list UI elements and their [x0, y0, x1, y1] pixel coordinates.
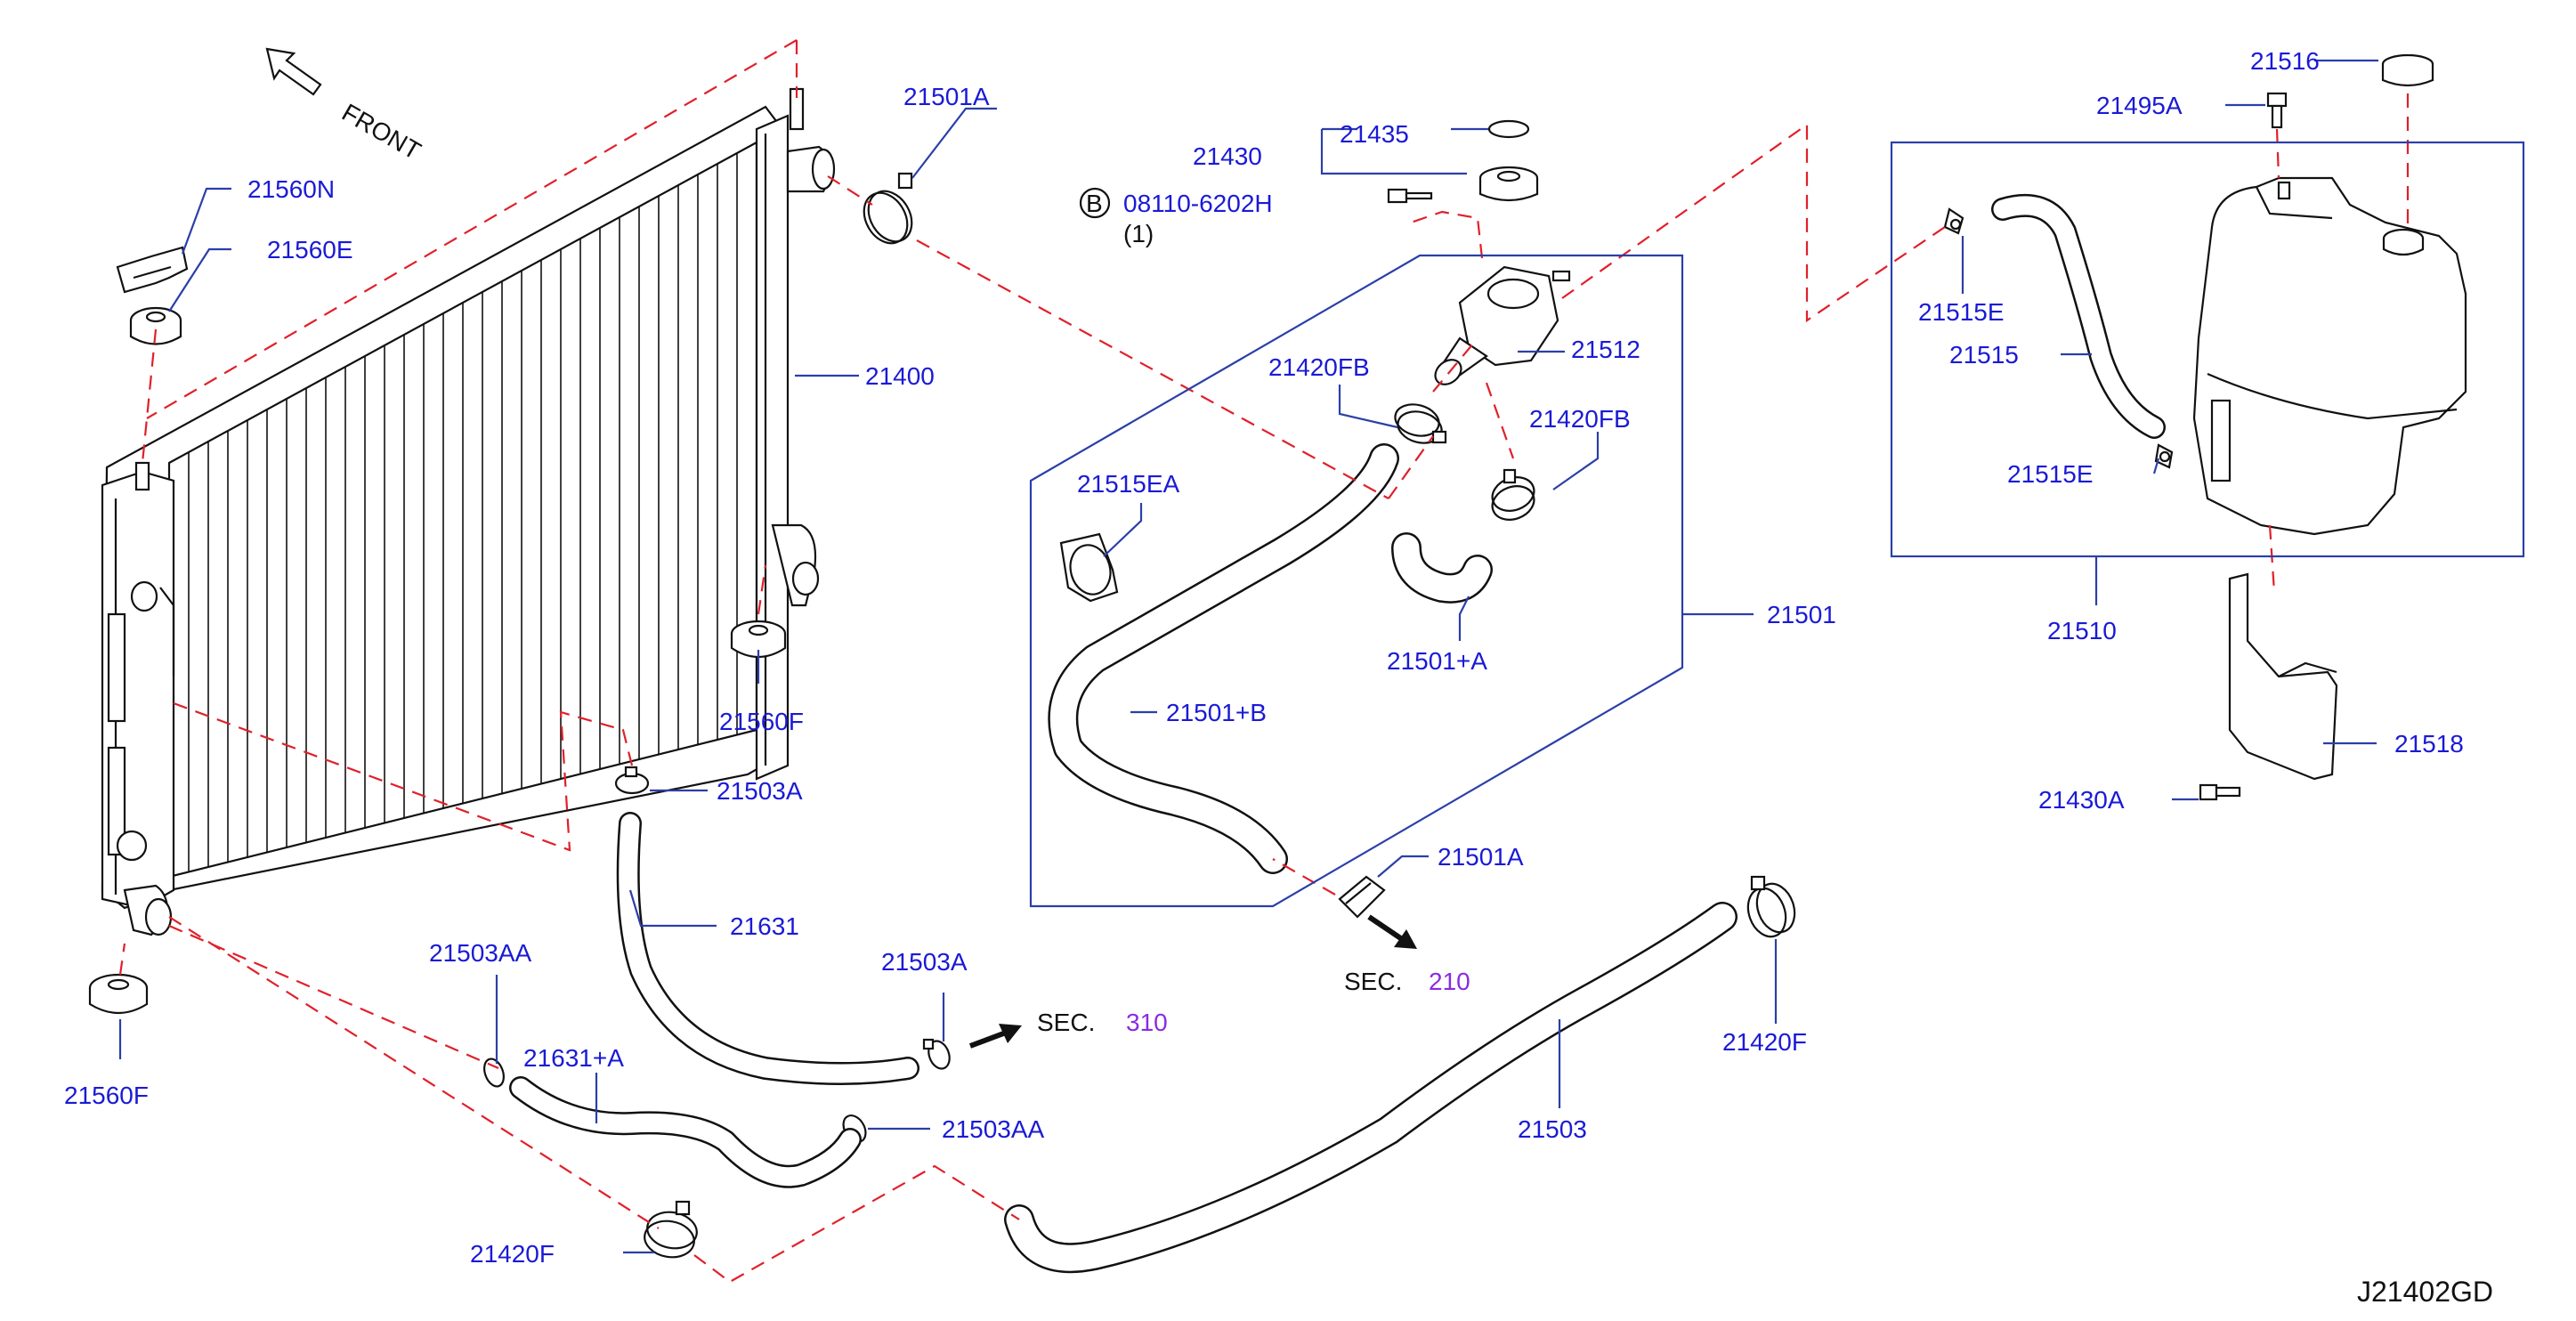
part-label-21435: 21435	[1340, 120, 1409, 148]
part-label-21560E: 21560E	[267, 236, 353, 263]
part-label-21420FB-a: 21420FB	[1268, 353, 1370, 381]
part-label-21495A: 21495A	[2096, 92, 2183, 119]
part-label-21515E-b: 21515E	[2007, 460, 2094, 488]
clamp-21420F-bottom	[644, 1200, 698, 1259]
part-label-21515EA: 21515EA	[1077, 470, 1180, 498]
leader-lines	[118, 59, 2378, 1254]
part-label-21501A-plus: 21501+A	[1387, 647, 1487, 675]
part-label-21515: 21515	[1949, 341, 2019, 369]
thermostat-housing-21512	[1434, 265, 1571, 385]
clamp-21515EA	[1059, 532, 1119, 603]
clamp-21501A-mid	[1338, 875, 1386, 919]
part-label-21420F-bottom: 21420F	[470, 1240, 555, 1268]
part-label-21516: 21516	[2250, 47, 2320, 75]
hose-21501A-elbow	[1391, 532, 1493, 604]
part-label-21503AA-b: 21503AA	[942, 1115, 1045, 1143]
sec-310-arrow-icon	[968, 1024, 1022, 1049]
radiator-cap-21430	[1478, 166, 1539, 202]
part-label-21501A-mid: 21501A	[1438, 843, 1524, 871]
hose-21631A	[509, 1076, 862, 1188]
clamp-21420FB-upper	[1394, 403, 1447, 444]
clamp-21503A-lower	[922, 1038, 951, 1070]
mount-bushing-21560F-mid	[730, 620, 787, 658]
clip-21515E-lower	[2154, 443, 2174, 469]
clamp-21503AA-left	[483, 1058, 505, 1088]
clamp-21503A-upper	[614, 766, 650, 795]
part-label-21512: 21512	[1571, 336, 1640, 363]
bolt-08110-6202H	[1387, 188, 1433, 204]
reservoir-tank-21510	[2192, 176, 2467, 536]
front-arrow-icon	[265, 47, 322, 96]
part-label-21501: 21501	[1767, 601, 1836, 628]
clamp-21420FB-lower	[1491, 468, 1535, 521]
seal-21435	[1487, 119, 1530, 139]
part-label-21430: 21430	[1193, 142, 1262, 170]
reservoir-kit-21510-box	[1890, 141, 2525, 558]
bolt-quantity: (1)	[1123, 220, 1154, 247]
hose-kit-21501-box	[1029, 254, 1684, 908]
mount-bushing-21560F-left	[88, 973, 149, 1014]
sec-210-number: 210	[1429, 968, 1470, 995]
part-label-21510: 21510	[2047, 617, 2117, 644]
part-label-21503A-b: 21503A	[881, 948, 968, 976]
part-label-21515E-a: 21515E	[1918, 298, 2005, 326]
part-label-21560F-mid: 21560F	[719, 708, 804, 735]
drawing-code: J21402GD	[2357, 1276, 2493, 1308]
clamp-21501A-top	[863, 172, 913, 245]
front-label: FRONT	[337, 98, 425, 165]
part-label-21501A-top: 21501A	[903, 83, 990, 110]
part-label-21631A-plus: 21631+A	[523, 1044, 624, 1072]
clamp-21420F-right	[1746, 875, 1796, 938]
part-label-21503AA-a: 21503AA	[429, 939, 532, 967]
part-label-21560N: 21560N	[247, 175, 335, 203]
part-label-21503: 21503	[1518, 1115, 1587, 1143]
sec-310-number: 310	[1126, 1009, 1168, 1036]
sec-310-prefix: SEC.	[1037, 1009, 1095, 1036]
bracket-21560N	[116, 246, 189, 294]
radiator-core-drawing	[101, 87, 836, 936]
hose-21503-lower-radiator-hose	[1004, 902, 1738, 1274]
part-label-21631: 21631	[730, 912, 799, 940]
hose-21631	[616, 812, 919, 1085]
part-label-21501B-plus: 21501+B	[1166, 699, 1267, 726]
part-label-21400: 21400	[865, 362, 935, 390]
bolt-callout-letter: B	[1086, 190, 1103, 217]
assembly-dashed-lines	[118, 39, 2410, 1284]
part-label-21560F-left: 21560F	[64, 1082, 149, 1109]
part-label-21503A-a: 21503A	[717, 777, 803, 805]
part-label-21430A: 21430A	[2038, 786, 2125, 814]
bolt-callout-circle-icon	[1079, 187, 1111, 219]
part-label-21518: 21518	[2394, 730, 2464, 758]
bracket-21518	[2228, 572, 2338, 781]
bolt-part-number: 08110-6202H	[1123, 190, 1273, 217]
part-label-21420F-right: 21420F	[1722, 1028, 1807, 1056]
hose-21501B-upper-radiator-hose	[1048, 443, 1399, 874]
hose-21515-overflow	[1991, 193, 2166, 439]
bolt-21430A	[2199, 783, 2241, 801]
sec-210-prefix: SEC.	[1344, 968, 1402, 995]
clip-21515E-upper	[1943, 207, 1964, 235]
sec-210-arrow-icon	[1367, 914, 1417, 949]
part-label-21420FB-b: 21420FB	[1529, 405, 1631, 433]
bolt-21495A	[2266, 92, 2288, 129]
cap-21516	[2381, 53, 2434, 87]
